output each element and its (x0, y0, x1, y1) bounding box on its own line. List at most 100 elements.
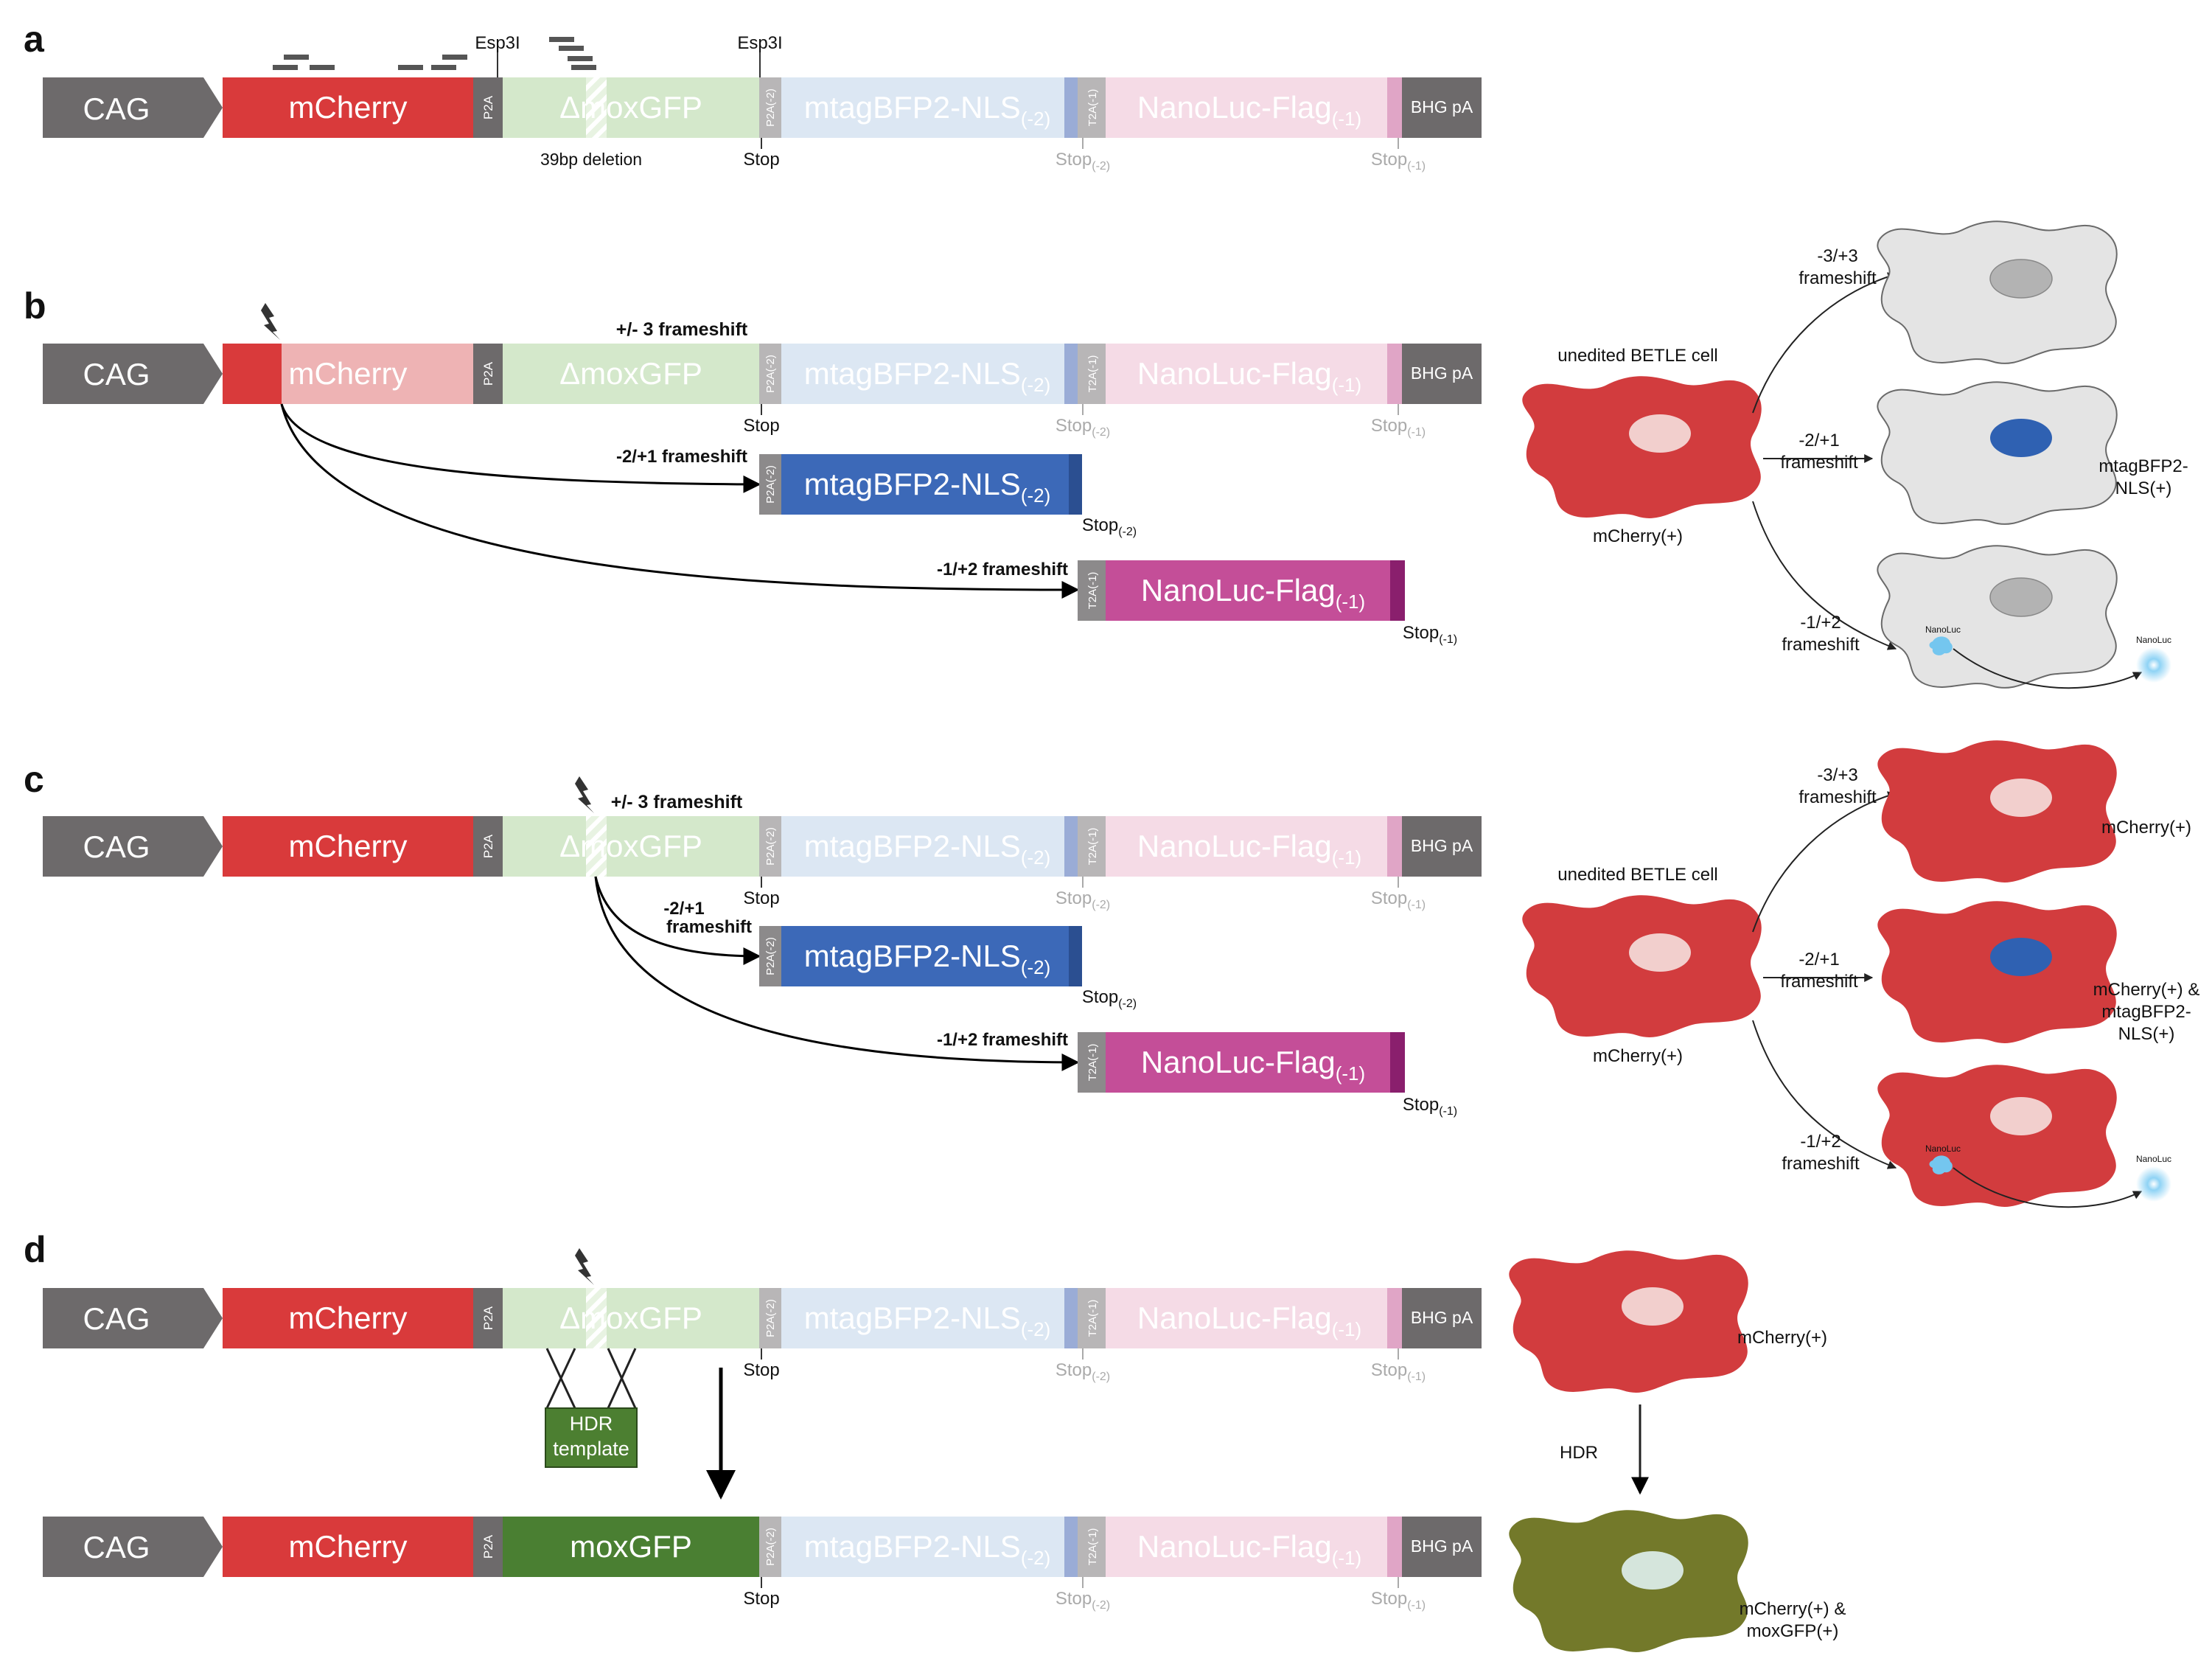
t2a-label: T2A(-1) (1086, 355, 1099, 393)
nucleus (1629, 414, 1691, 453)
frameshift-arrow-bfp (280, 403, 761, 493)
mcherry-segment (223, 816, 473, 877)
bhg-label: BHG pA (1411, 97, 1473, 116)
guide-bar (559, 46, 584, 51)
nluc-tail (1387, 1288, 1402, 1348)
cag-label: CAG (83, 1530, 150, 1564)
bfp-segment (781, 1288, 1064, 1348)
stop-label: Stop (743, 888, 779, 908)
nluc-label-main: NanoLuc-Flag (1137, 1529, 1332, 1564)
stop2-sub: (-2) (1118, 526, 1137, 538)
nucleus (1622, 1551, 1684, 1590)
nucleus (1990, 1097, 2052, 1135)
frameshift-arrow-nluc (594, 876, 1080, 1071)
bfp-tail-expressed (1069, 454, 1082, 515)
mcherry-bfp-line3: NLS(+) (2118, 1024, 2175, 1044)
bfp-tail (1064, 1288, 1078, 1348)
unedited-cell-label: unedited BETLE cell (1557, 865, 1717, 885)
nanoluc-glow (2136, 647, 2171, 683)
mcherry-pos-label: mCherry(+) (1737, 1328, 1827, 1348)
shift-m3p3-line2: frameshift (1798, 787, 1877, 807)
deletion-label: 39bp deletion (540, 150, 642, 169)
bhg-segment (1402, 344, 1482, 404)
t2a-label: T2A(-1) (1086, 1528, 1099, 1566)
frameshift-m2p1-line1: -2/+1 (663, 899, 704, 919)
deletion-hatch (586, 816, 607, 877)
bhg-label: BHG pA (1411, 1308, 1473, 1327)
cells-panel-c: unedited BETLE cell mCherry(+) -3/+3 fra… (1522, 740, 2200, 1208)
stop2-sub: (-2) (1092, 1371, 1110, 1383)
bfp-expressed-label: mtagBFP2-NLS(-2) (804, 939, 1051, 978)
p2a-label: P2A (481, 95, 495, 119)
bfp-pos-line1: mtagBFP2- (2098, 456, 2188, 476)
nluc-label-main: NanoLuc-Flag (1141, 573, 1336, 608)
esp3i-label-1: Esp3I (475, 33, 520, 53)
cas9-cut-icon (575, 776, 594, 813)
cag-promoter (43, 816, 223, 877)
gfp-deleted-segment (503, 816, 759, 877)
nluc-segment (1106, 77, 1387, 138)
p2a2-expressed (759, 926, 781, 986)
stop2-base: Stop (1056, 1589, 1092, 1609)
unedited-cell-mcherry: mCherry(+) (1593, 1046, 1683, 1066)
nluc-segment (1106, 344, 1387, 404)
stop2-label: Stop(-2) (1056, 416, 1110, 439)
nanoluc-blob (1929, 1155, 1953, 1174)
nucleus (1990, 779, 2052, 817)
frameshift-m1p2-label: -1/+2 frameshift (937, 1030, 1068, 1050)
stop2-label: Stop(-2) (1056, 1589, 1110, 1612)
nluc-label-sub: (-1) (1336, 591, 1365, 613)
bhg-segment (1402, 77, 1482, 138)
bfp-cell (1877, 381, 2118, 525)
stop1-base: Stop (1371, 888, 1407, 908)
cag-label: CAG (83, 829, 150, 864)
t2a-segment (1078, 1517, 1106, 1577)
stop1-sub: (-1) (1439, 1105, 1457, 1118)
stop-label: Stop (743, 1589, 779, 1609)
bhg-label: BHG pA (1411, 363, 1473, 383)
mcherry-bfp-line1: mCherry(+) & (2093, 980, 2200, 1000)
t2a-label: T2A(-1) (1086, 89, 1099, 127)
shift-m2p1-line1: -2/+1 (1798, 431, 1839, 450)
cas9-cut-icon (261, 303, 280, 340)
shift-m1p2-line1: -1/+2 (1800, 613, 1841, 633)
cag-promoter (43, 77, 223, 138)
nucleus (1622, 1287, 1684, 1326)
stop1-base: Stop (1371, 150, 1407, 170)
t2a-segment (1078, 1288, 1106, 1348)
mcherry-cut-segment (223, 344, 282, 404)
p2a-segment (473, 77, 503, 138)
p2a-segment (473, 816, 503, 877)
stop1-sub: (-1) (1407, 426, 1426, 439)
guide-bar (431, 65, 456, 70)
stop2-base: Stop (1056, 1360, 1092, 1380)
shift-m3p3-line1: -3/+3 (1817, 765, 1857, 785)
p2a2-segment (759, 1288, 781, 1348)
bhg-segment (1402, 1517, 1482, 1577)
cells-panel-d: mCherry(+) HDR mCherry(+) & moxGFP(+) (1509, 1250, 1846, 1652)
stop2-sub: (-2) (1092, 899, 1110, 911)
nluc-label: NanoLuc-Flag(-1) (1137, 356, 1361, 396)
bfp-expressed (781, 926, 1069, 986)
stop2-base: Stop (1082, 987, 1118, 1007)
stop1-sub: (-1) (1407, 1371, 1426, 1383)
stop2-expressed-label: Stop(-2) (1082, 987, 1137, 1010)
mcherry-gfp-line1: mCherry(+) & (1740, 1599, 1846, 1619)
t2a-segment (1078, 816, 1106, 877)
guide-bar (398, 65, 423, 70)
bfp-tail-expressed (1069, 926, 1082, 986)
hdr-template-box (545, 1407, 638, 1468)
nluc-label-main: NanoLuc-Flag (1141, 1045, 1336, 1079)
stop1-base: Stop (1371, 1589, 1407, 1609)
shift-m3p3-line1: -3/+3 (1817, 246, 1857, 266)
bhg-label: BHG pA (1411, 836, 1473, 855)
stop1-expressed-label: Stop(-1) (1403, 623, 1457, 646)
nluc-segment (1106, 1517, 1387, 1577)
cells-panel-b: unedited BETLE cell mCherry(+) -3/+3 fra… (1522, 220, 2188, 689)
nluc-label-sub: (-1) (1336, 1062, 1365, 1085)
gfp-deleted-label: ΔmoxGFP (559, 1301, 702, 1335)
shift-m2p1-line1: -2/+1 (1798, 950, 1839, 969)
t2a-label: T2A(-1) (1086, 828, 1099, 866)
bfp-label-main: mtagBFP2-NLS (804, 90, 1021, 125)
bfp-label-sub: (-2) (1021, 374, 1050, 396)
